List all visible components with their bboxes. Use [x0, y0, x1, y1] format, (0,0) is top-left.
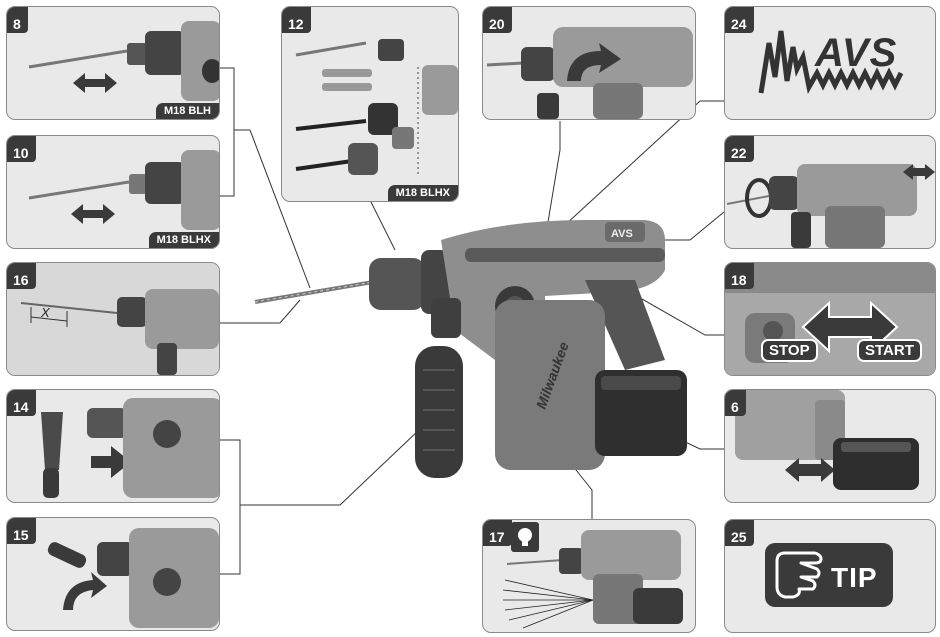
- avs-logo: [758, 30, 904, 95]
- panel-number: 24: [725, 7, 754, 33]
- battery-insert-illustration: [735, 390, 919, 490]
- panel-number: 16: [7, 263, 36, 289]
- pointing-hand-icon: [775, 551, 823, 599]
- lower-housing: [495, 300, 605, 470]
- panel-number: 25: [725, 520, 754, 546]
- panel-14: 14: [6, 389, 220, 503]
- panel-8: 8 M18 BLH: [6, 6, 220, 120]
- panel-number: 22: [725, 136, 754, 162]
- tip-text: TIP: [831, 562, 878, 593]
- panel-number: 8: [7, 7, 28, 33]
- panel-17: 17: [482, 519, 696, 633]
- hammer-drill-chuck-illustration: [28, 150, 219, 230]
- rotate-arrow-icon: [567, 43, 621, 81]
- vibration-handle-illustration: [726, 164, 935, 248]
- avs-badge: [605, 222, 645, 242]
- side-handle-attach-illustration: [41, 398, 219, 498]
- rear-handle: [585, 280, 665, 370]
- arrow-right-icon: [91, 446, 131, 478]
- light-bulb-icon: [511, 522, 539, 552]
- panel-number: 15: [7, 518, 36, 544]
- model-label: M18 BLHX: [148, 232, 219, 248]
- double-arrow-icon: [785, 458, 835, 482]
- stop-label: STOP: [761, 339, 818, 362]
- panel-20: 20: [482, 6, 696, 120]
- rotary-hammer-illustration: AVS Milwaukee: [254, 220, 687, 478]
- panel-number: 17: [483, 520, 512, 546]
- panel-15: 15: [6, 517, 220, 631]
- panel-16: 16 X: [6, 262, 220, 376]
- panel-24: AVS 24: [724, 6, 936, 120]
- avs-badge-text: AVS: [611, 228, 633, 240]
- chuck-accessories-illustration: [295, 39, 458, 177]
- drilling-depth-illustration: [7, 263, 219, 375]
- panel-6: 6: [724, 389, 936, 503]
- model-label: M18 BLHX: [387, 185, 458, 201]
- double-arrow-icon: [73, 73, 117, 93]
- mode-selector-illustration: [486, 27, 693, 119]
- double-arrow-icon: [903, 164, 935, 180]
- panel-number: 18: [725, 263, 754, 289]
- panel-10: 10 M18 BLHX: [6, 135, 220, 249]
- side-handle-grip: [415, 346, 463, 478]
- tip-badge: TIP: [765, 543, 893, 607]
- start-label: START: [857, 339, 922, 362]
- side-handle-clamp: [431, 298, 461, 338]
- side-handle-rotate-illustration: [47, 528, 219, 628]
- distance-label: X: [41, 305, 50, 320]
- model-label: M18 BLH: [155, 103, 219, 119]
- panel-25: TIP 25: [724, 519, 936, 633]
- panel-number: 6: [725, 390, 746, 416]
- panel-number: 10: [7, 136, 36, 162]
- panel-number: 14: [7, 390, 36, 416]
- double-arrow-icon: [71, 204, 115, 224]
- battery-pack: [595, 370, 687, 456]
- led-light-illustration: [502, 530, 683, 629]
- hammer-drill-chuck-illustration: [28, 21, 219, 101]
- rotate-arrow-icon: [63, 572, 107, 610]
- panel-12: 12 M18 BLHX: [281, 6, 459, 202]
- panel-18: 18 STOP START: [724, 262, 936, 376]
- chuck: [369, 258, 425, 310]
- avs-logo-text: AVS: [815, 31, 898, 75]
- panel-22: 22: [724, 135, 936, 249]
- panel-number: 20: [483, 7, 512, 33]
- panel-number: 12: [282, 7, 311, 33]
